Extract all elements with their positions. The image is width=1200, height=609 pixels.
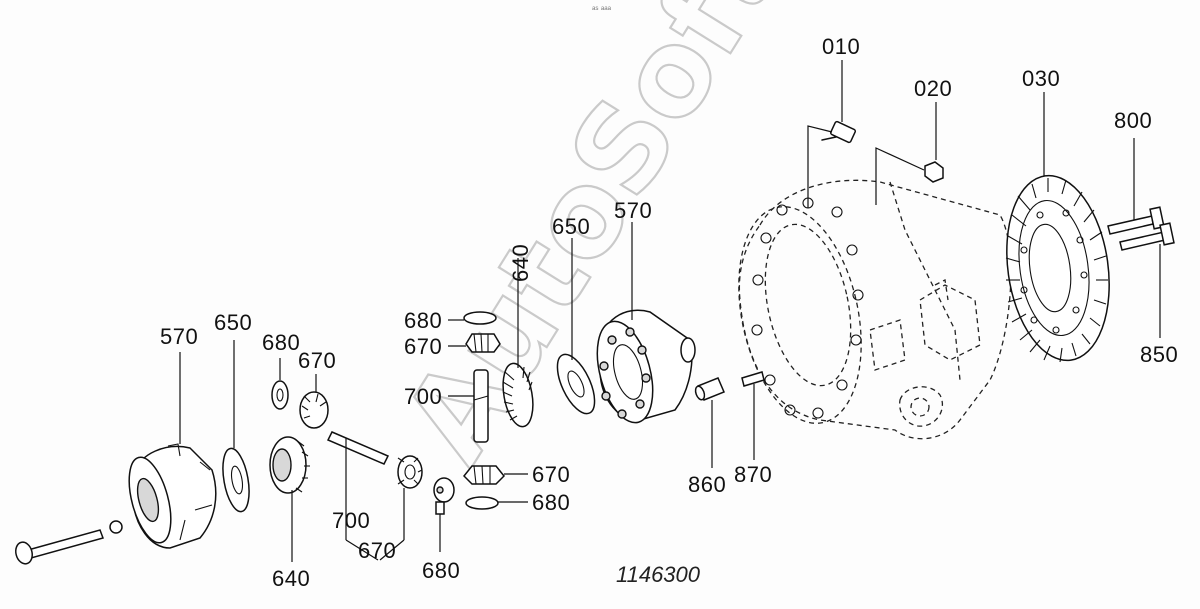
side-gear-640-upper xyxy=(502,258,534,428)
label-030: 030 xyxy=(1022,66,1060,91)
label-670-upper: 670 xyxy=(404,334,442,359)
label-680-upper: 680 xyxy=(404,308,442,333)
long-bolt xyxy=(15,520,123,565)
pinion-washer-680-left xyxy=(271,358,289,410)
differential-case-housing xyxy=(738,179,1012,440)
pinion-washer-680-lower xyxy=(465,496,528,510)
label-570-upper: 570 xyxy=(614,198,652,223)
ring-gear-030 xyxy=(1005,92,1110,363)
differential-housing-570-lower xyxy=(128,352,217,549)
side-gear-640-lower xyxy=(269,436,310,562)
label-670-center: 670 xyxy=(358,538,396,563)
part-labels: 010 020 030 800 850 570 650 640 680 670 … xyxy=(160,34,1178,591)
label-700-lower: 700 xyxy=(332,508,370,533)
pinion-gear-670-center xyxy=(379,455,423,561)
label-020: 020 xyxy=(914,76,952,101)
label-700-upper: 700 xyxy=(404,384,442,409)
bolt-850 xyxy=(1119,222,1175,338)
label-860: 860 xyxy=(688,472,726,497)
label-010: 010 xyxy=(822,34,860,59)
pinion-shaft-700-lower xyxy=(326,431,390,561)
pinion-gear-670-lower xyxy=(462,465,528,485)
label-570-lower: 570 xyxy=(160,324,198,349)
label-650-lower: 650 xyxy=(214,310,252,335)
thrust-washer-650-lower xyxy=(222,340,250,513)
differential-housing-570-upper xyxy=(596,222,696,424)
label-680-left: 680 xyxy=(262,330,300,355)
label-670-left: 670 xyxy=(298,348,336,373)
nut-020 xyxy=(875,102,944,205)
label-870: 870 xyxy=(734,462,772,487)
thrust-washer-650-upper xyxy=(556,238,596,415)
label-650-upper: 650 xyxy=(552,214,590,239)
label-680-lower: 680 xyxy=(532,490,570,515)
label-640-upper: 640 xyxy=(508,244,533,282)
label-680-center: 680 xyxy=(422,558,460,583)
pinion-gear-670-left xyxy=(299,374,329,429)
pin-870 xyxy=(741,371,765,460)
pinion-washer-680-center xyxy=(433,477,455,552)
label-670-lower: 670 xyxy=(532,462,570,487)
label-640-lower: 640 xyxy=(272,566,310,591)
pinion-washer-680-upper xyxy=(448,311,497,325)
pinion-shaft-700-upper xyxy=(448,369,489,443)
figure-number: 1146300 xyxy=(616,562,701,587)
stray-mark: ᵃˢ ᵃᵃᵃ xyxy=(592,4,612,14)
label-850: 850 xyxy=(1140,342,1178,367)
label-800: 800 xyxy=(1114,108,1152,133)
bolt-010 xyxy=(807,60,857,208)
pinion-gear-670-upper xyxy=(448,333,501,353)
bolt-800 xyxy=(1107,138,1165,235)
dowel-860 xyxy=(694,377,725,468)
